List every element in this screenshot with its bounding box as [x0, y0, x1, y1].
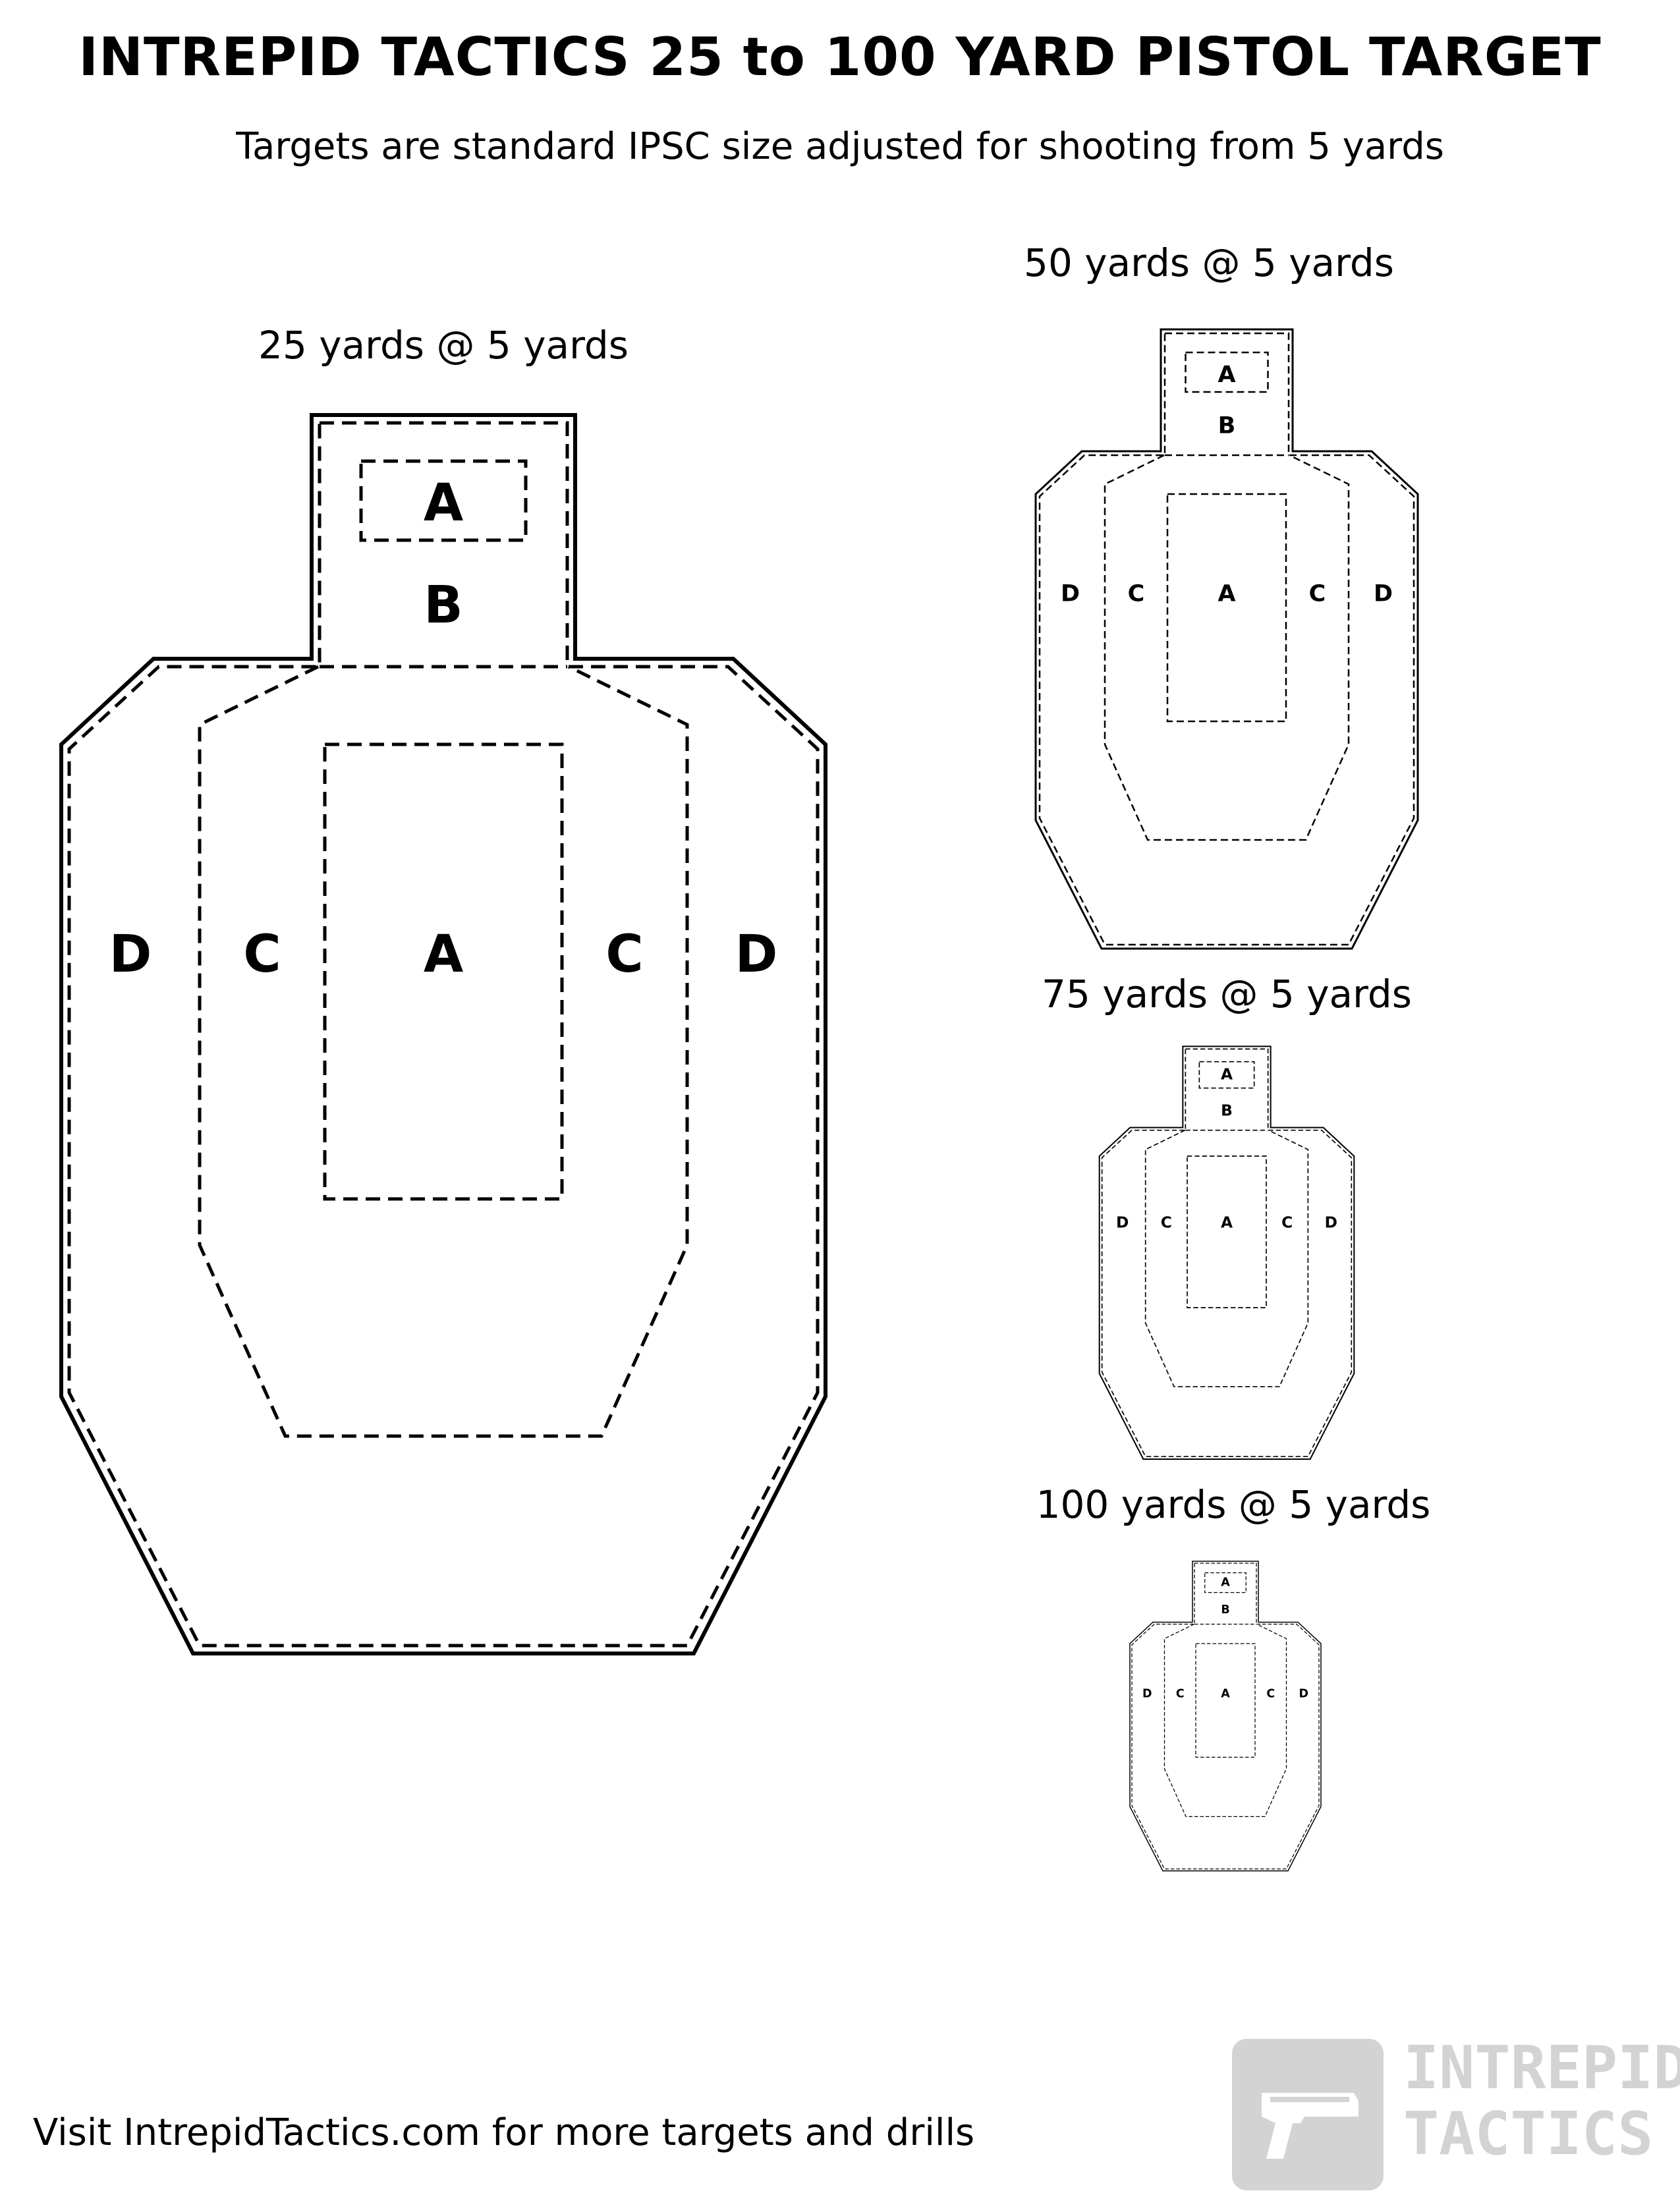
zone-label-left-d: D [1142, 1687, 1152, 1700]
zone-label-head-a: A [1218, 362, 1235, 388]
zone-label-head-a: A [424, 474, 463, 533]
zone-label-left-c: C [1128, 581, 1145, 607]
logo-line-1: INTREPID [1403, 2034, 1680, 2103]
zone-label-left-c: C [1176, 1687, 1185, 1700]
target-50-yards: A B D C A C D [1034, 328, 1419, 950]
zone-label-body-a: A [1218, 581, 1235, 607]
target-label-50-yards: 50 yards @ 5 yards [1024, 240, 1394, 285]
zone-label-right-d: D [1299, 1687, 1308, 1700]
zone-label-body-a: A [1221, 1213, 1233, 1231]
zone-label-left-c: C [1161, 1213, 1172, 1231]
zone-label-right-c: C [1281, 1213, 1293, 1231]
zone-label-body-a: A [1221, 1687, 1230, 1700]
page-title: INTREPID TACTICS 25 to 100 YARD PISTOL T… [78, 26, 1602, 88]
target-25-yards: A B D C A C D [61, 415, 826, 1653]
footer-text: Visit IntrepidTactics.com for more targe… [33, 2111, 975, 2154]
zone-label-right-c: C [1266, 1687, 1275, 1700]
zone-label-right-d: D [1374, 581, 1393, 607]
target-label-75-yards: 75 yards @ 5 yards [1042, 972, 1412, 1016]
zone-label-body-a: A [424, 925, 463, 984]
zone-label-right-d: D [735, 925, 778, 984]
zone-label-right-c: C [1309, 581, 1326, 607]
target-75-yards: A B D C A C D [1098, 1045, 1355, 1460]
logo-line-2: TACTICS [1403, 2099, 1654, 2169]
zone-label-left-d: D [109, 925, 152, 984]
zone-label-head-a: A [1221, 1065, 1233, 1083]
zone-label-right-c: C [605, 925, 643, 984]
target-label-100-yards: 100 yards @ 5 yards [1036, 1482, 1431, 1527]
target-label-25-yards: 25 yards @ 5 yards [258, 323, 629, 368]
logo-badge [1232, 2039, 1384, 2193]
zone-label-head-b: B [1218, 413, 1236, 439]
zone-label-left-d: D [1061, 581, 1080, 607]
target-100-yards: A B D C A C D [1129, 1561, 1322, 1872]
zone-label-head-a: A [1221, 1576, 1230, 1590]
zone-label-left-d: D [1116, 1213, 1129, 1231]
zone-label-head-b: B [1221, 1101, 1233, 1119]
pistol-icon [1232, 2039, 1384, 2190]
page-subtitle: Targets are standard IPSC size adjusted … [236, 125, 1444, 168]
logo-wordmark: INTREPID TACTICS [1403, 2036, 1680, 2167]
zone-label-right-d: D [1325, 1213, 1337, 1231]
zone-label-left-c: C [243, 925, 281, 984]
zone-label-head-b: B [1221, 1603, 1229, 1617]
zone-label-head-b: B [424, 576, 462, 635]
